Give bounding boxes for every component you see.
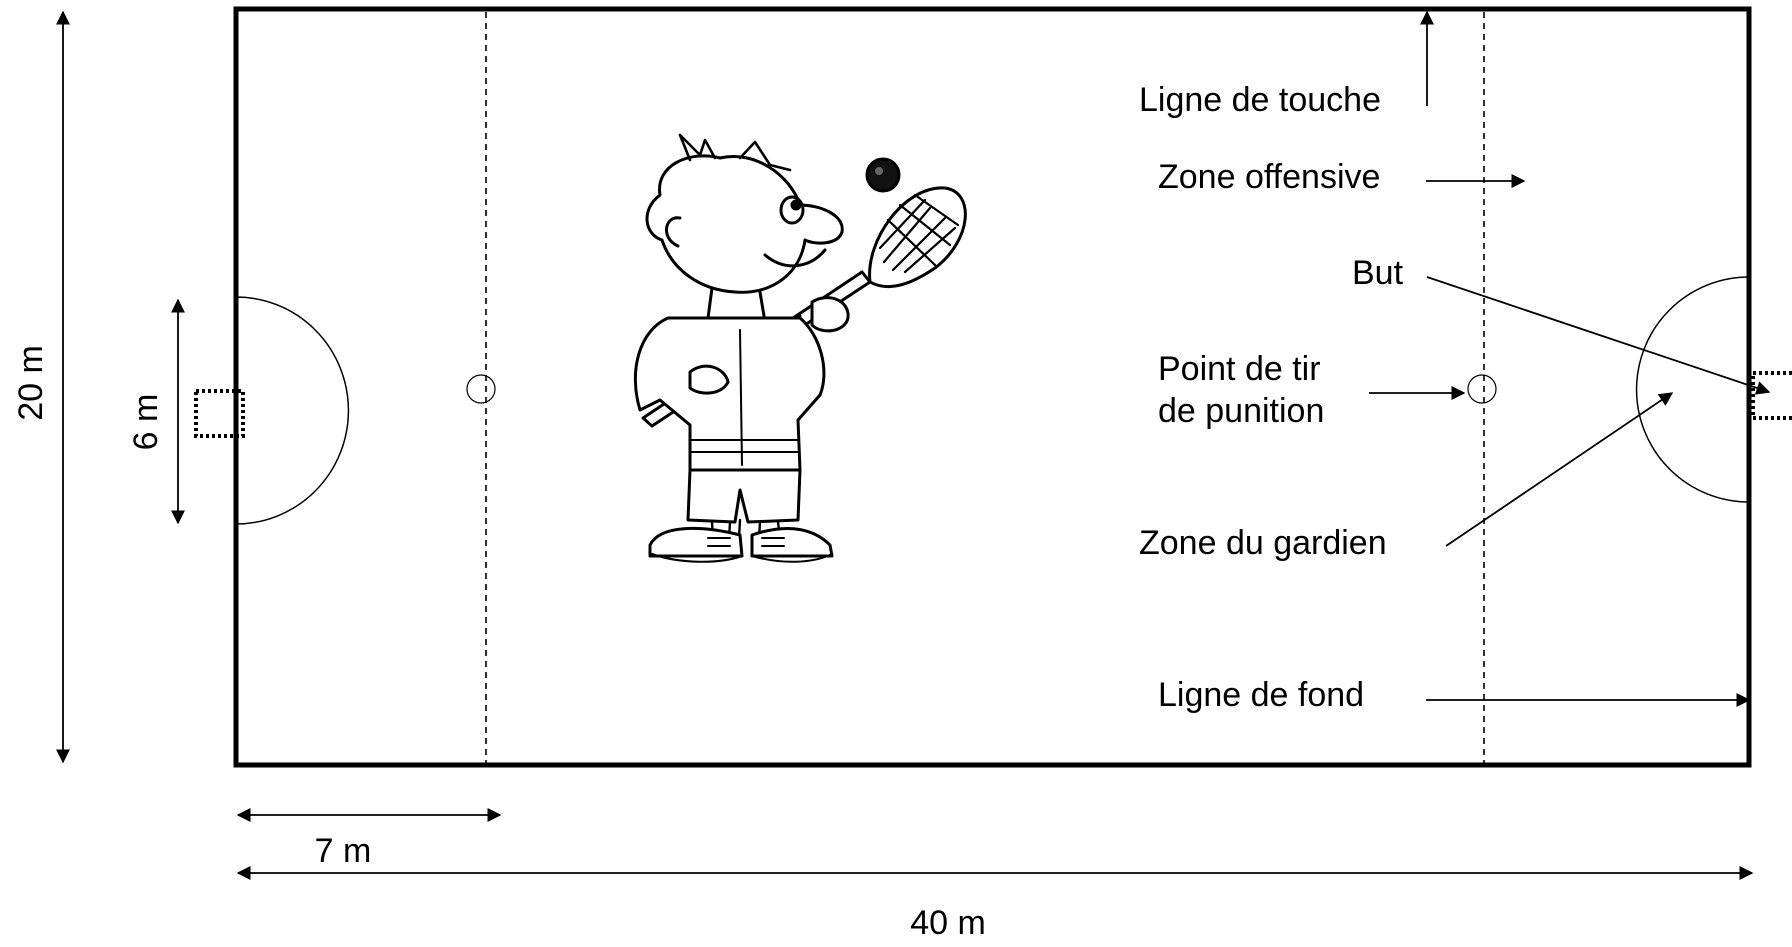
field-boundary [233,6,1752,768]
goal-label: But [1352,254,1404,292]
lacrosse-player-illustration [633,133,967,563]
right-goalkeeper-zone [1635,276,1750,503]
right-goal [1751,371,1792,420]
zone-depth-dimension-label: 7 m [315,832,372,870]
goalkeeper-zone-label: Zone du gardien [1139,524,1387,562]
left-goal [194,389,245,438]
width-dimension-label: 20 m [12,345,50,421]
end-line-label: Ligne de fond [1158,676,1364,714]
left-penalty-spot [466,374,496,404]
ball-icon [865,157,901,193]
goalkeeper-zone-arrow [1445,392,1674,547]
right-penalty-spot [1467,374,1497,404]
offensive-zone-label: Zone offensive [1158,158,1380,196]
left-goalkeeper-zone [235,296,350,525]
goal-arrow [1426,276,1771,395]
sideline-label: Ligne de touche [1139,81,1381,119]
goal-area-dimension-label: 6 m [127,394,165,451]
length-dimension-label: 40 m [910,904,986,942]
penalty-spot-label-line1: Point de tir [1158,350,1321,388]
penalty-spot-label-line2: de punition [1158,392,1324,430]
